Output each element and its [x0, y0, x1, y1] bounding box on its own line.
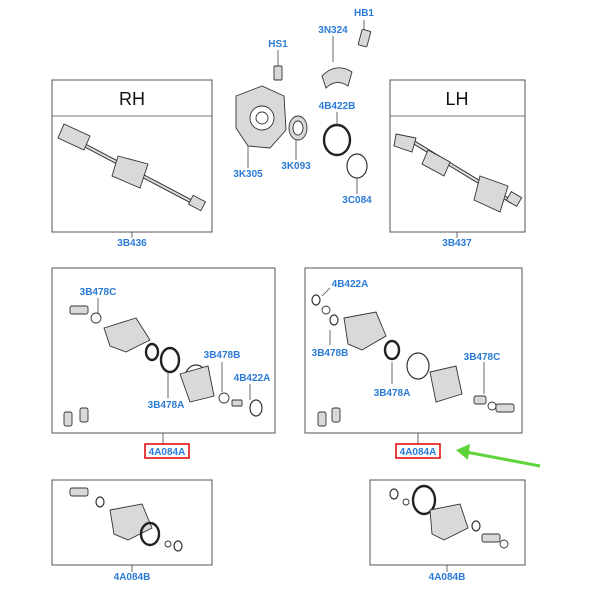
rh-shaft-panel: RH — [51, 79, 213, 238]
rh-driveshaft — [57, 123, 207, 212]
label-3b436: 3B436 — [117, 238, 147, 249]
rh-joint-kit-panel — [51, 267, 276, 444]
label-rh-3b478b: 3B478B — [204, 350, 241, 361]
lh-driveshaft — [393, 133, 523, 213]
label-lh-3b478a: 3B478A — [374, 388, 411, 399]
lh-header: LH — [445, 89, 468, 109]
lh-joint-parts — [311, 294, 515, 427]
lh-outer-kit-panel — [369, 479, 526, 572]
label-3n324: 3N324 — [318, 25, 348, 36]
label-3c084: 3C084 — [342, 195, 372, 206]
rh-joint-parts — [63, 305, 263, 427]
lh-shaft-panel: LH — [389, 79, 526, 238]
label-hb1: HB1 — [354, 8, 374, 19]
bearing-housing-assembly — [235, 20, 372, 194]
rh-header: RH — [119, 89, 145, 109]
label-lh-3b478b: 3B478B — [312, 348, 349, 359]
highlight-box-left — [144, 443, 190, 459]
label-hs1: HS1 — [268, 39, 288, 50]
rh-outer-kit-panel — [51, 479, 213, 572]
label-4a084a-left: 4A084A — [149, 447, 186, 458]
arrow-icon — [456, 444, 541, 468]
label-lh-3b478c: 3B478C — [464, 352, 501, 363]
label-4a084b-left: 4A084B — [114, 572, 151, 583]
lh-joint-kit-panel — [304, 267, 523, 444]
label-4a084a-right: 4A084A — [400, 447, 437, 458]
label-3k305: 3K305 — [233, 169, 263, 180]
label-3b437: 3B437 — [442, 238, 472, 249]
label-4b422b: 4B422B — [319, 101, 356, 112]
label-4a084b-right: 4A084B — [429, 572, 466, 583]
label-lh-4b422a: 4B422A — [332, 279, 369, 290]
label-rh-3b478a: 3B478A — [148, 400, 185, 411]
label-rh-4b422a: 4B422A — [234, 373, 271, 384]
highlight-box-right — [395, 443, 441, 459]
label-rh-3b478c: 3B478C — [80, 287, 117, 298]
label-3k093: 3K093 — [281, 161, 311, 172]
